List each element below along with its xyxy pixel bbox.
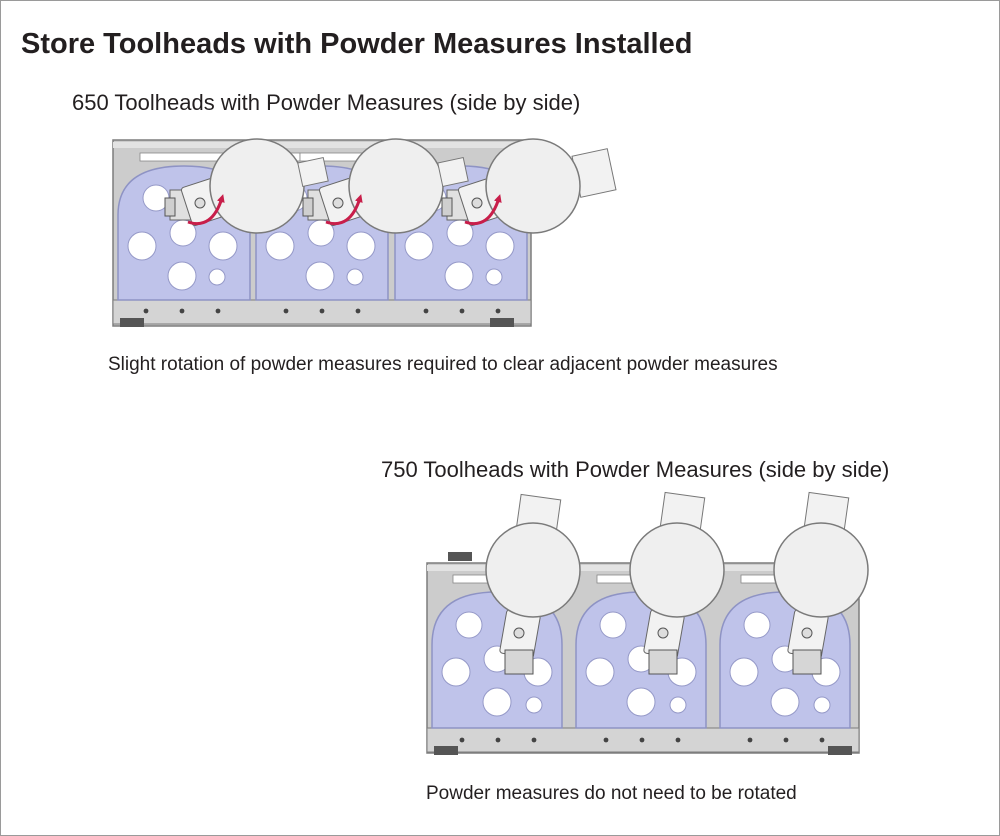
powder-measure-750-2 [629, 491, 725, 675]
powder-measure-650-2 [297, 138, 444, 234]
page-title: Store Toolheads with Powder Measures Ins… [21, 28, 693, 60]
powder-measure-750-3 [773, 491, 869, 675]
section-750-caption: Powder measures do not need to be rotate… [426, 783, 797, 804]
section-650-caption: Slight rotation of powder measures requi… [108, 354, 778, 375]
powder-measure-650-3 [437, 138, 617, 234]
powder-measure-750-1 [485, 493, 581, 675]
section-750-subtitle: 750 Toolheads with Powder Measures (side… [381, 457, 890, 482]
section-650-subtitle: 650 Toolheads with Powder Measures (side… [72, 90, 581, 115]
